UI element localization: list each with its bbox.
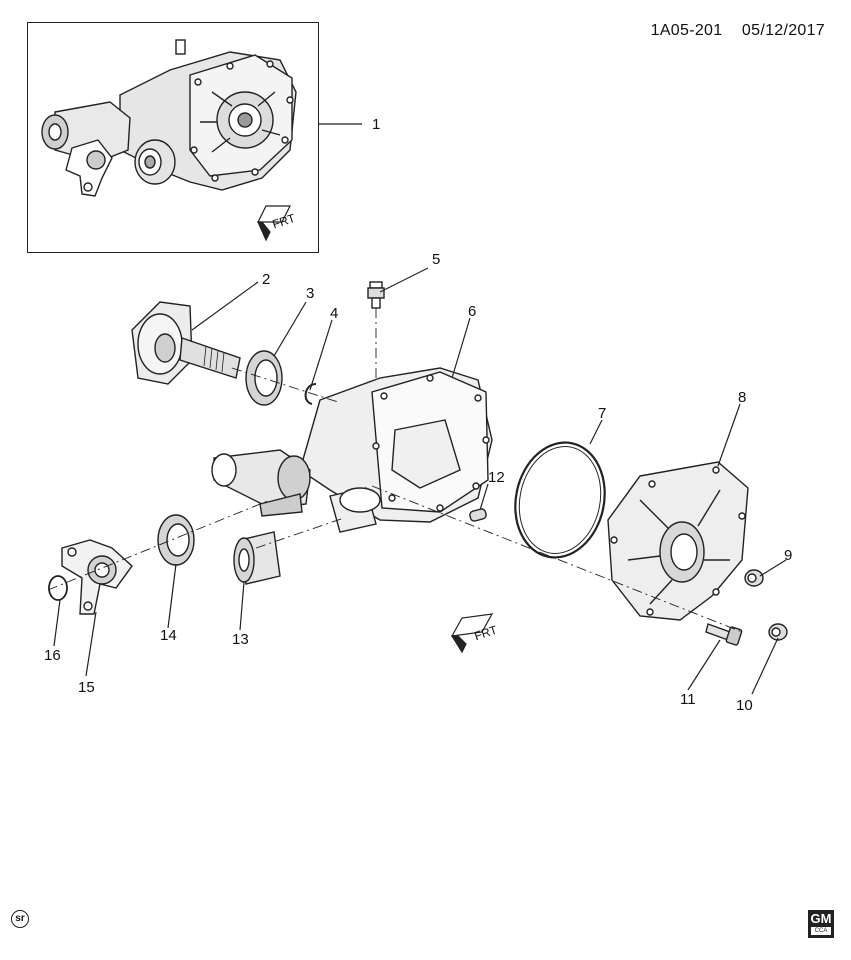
sr-badge: sr: [11, 910, 29, 928]
frt-label: FRT: [473, 623, 500, 644]
callout-2: 2: [262, 271, 270, 288]
cover-plug-part: [744, 569, 764, 587]
gm-logo: GM CCA: [808, 910, 834, 938]
callout-7: 7: [598, 405, 606, 422]
callout-4: 4: [330, 305, 338, 322]
callout-8: 8: [738, 389, 746, 406]
shaft-seal-part: [245, 350, 283, 406]
callout-3: 3: [306, 285, 314, 302]
callout-13: 13: [232, 631, 249, 648]
output-shaft-part: [131, 301, 241, 385]
vent-fitting-part: [367, 281, 385, 309]
gm-logo-subtext: CCA: [811, 927, 831, 935]
callout-leaders: [53, 123, 787, 695]
frt-label-inset: FRT: [271, 211, 298, 232]
cover-bolt-part: [705, 623, 743, 646]
front-direction-arrow-inset: FRT: [257, 205, 298, 242]
differential-assembly-illustration: [41, 39, 297, 197]
diagram-header: 1A05-201 05/12/2017: [651, 22, 825, 40]
pinion-seal-part: [157, 514, 195, 566]
callout-numbers: 1 2 3 4 5 6 7 8 9 10 11 12 13 14 15 16: [44, 116, 792, 714]
bushing-sleeve: [329, 487, 381, 533]
dowel-pin-part: [469, 508, 487, 522]
gm-logo-text: GM: [810, 911, 832, 926]
callout-5: 5: [432, 251, 440, 268]
diagram-date: 05/12/2017: [741, 22, 825, 39]
callout-6: 6: [468, 303, 476, 320]
assembly-inset-frame: [27, 22, 319, 253]
snap-ring-part: [304, 383, 317, 405]
front-direction-arrow: FRT: [450, 613, 500, 654]
diagram-code: 1A05-201: [650, 22, 723, 39]
retaining-ring-part: [48, 575, 68, 601]
alignment-centerlines: [47, 308, 743, 633]
callout-12: 12: [488, 469, 505, 486]
callout-11: 11: [680, 691, 696, 708]
callout-9: 9: [784, 547, 792, 564]
o-ring-part: [514, 441, 606, 559]
callout-14: 14: [160, 627, 177, 644]
differential-housing-part: [211, 367, 493, 523]
drain-plug-part: [768, 623, 788, 641]
differential-cover-part: [607, 461, 749, 621]
callout-10: 10: [736, 697, 753, 714]
axle-bushing-part: [233, 531, 281, 585]
callout-16: 16: [44, 647, 61, 664]
pinion-flange-part: [61, 539, 133, 615]
callout-1: 1: [372, 116, 380, 133]
callout-15: 15: [78, 679, 95, 696]
